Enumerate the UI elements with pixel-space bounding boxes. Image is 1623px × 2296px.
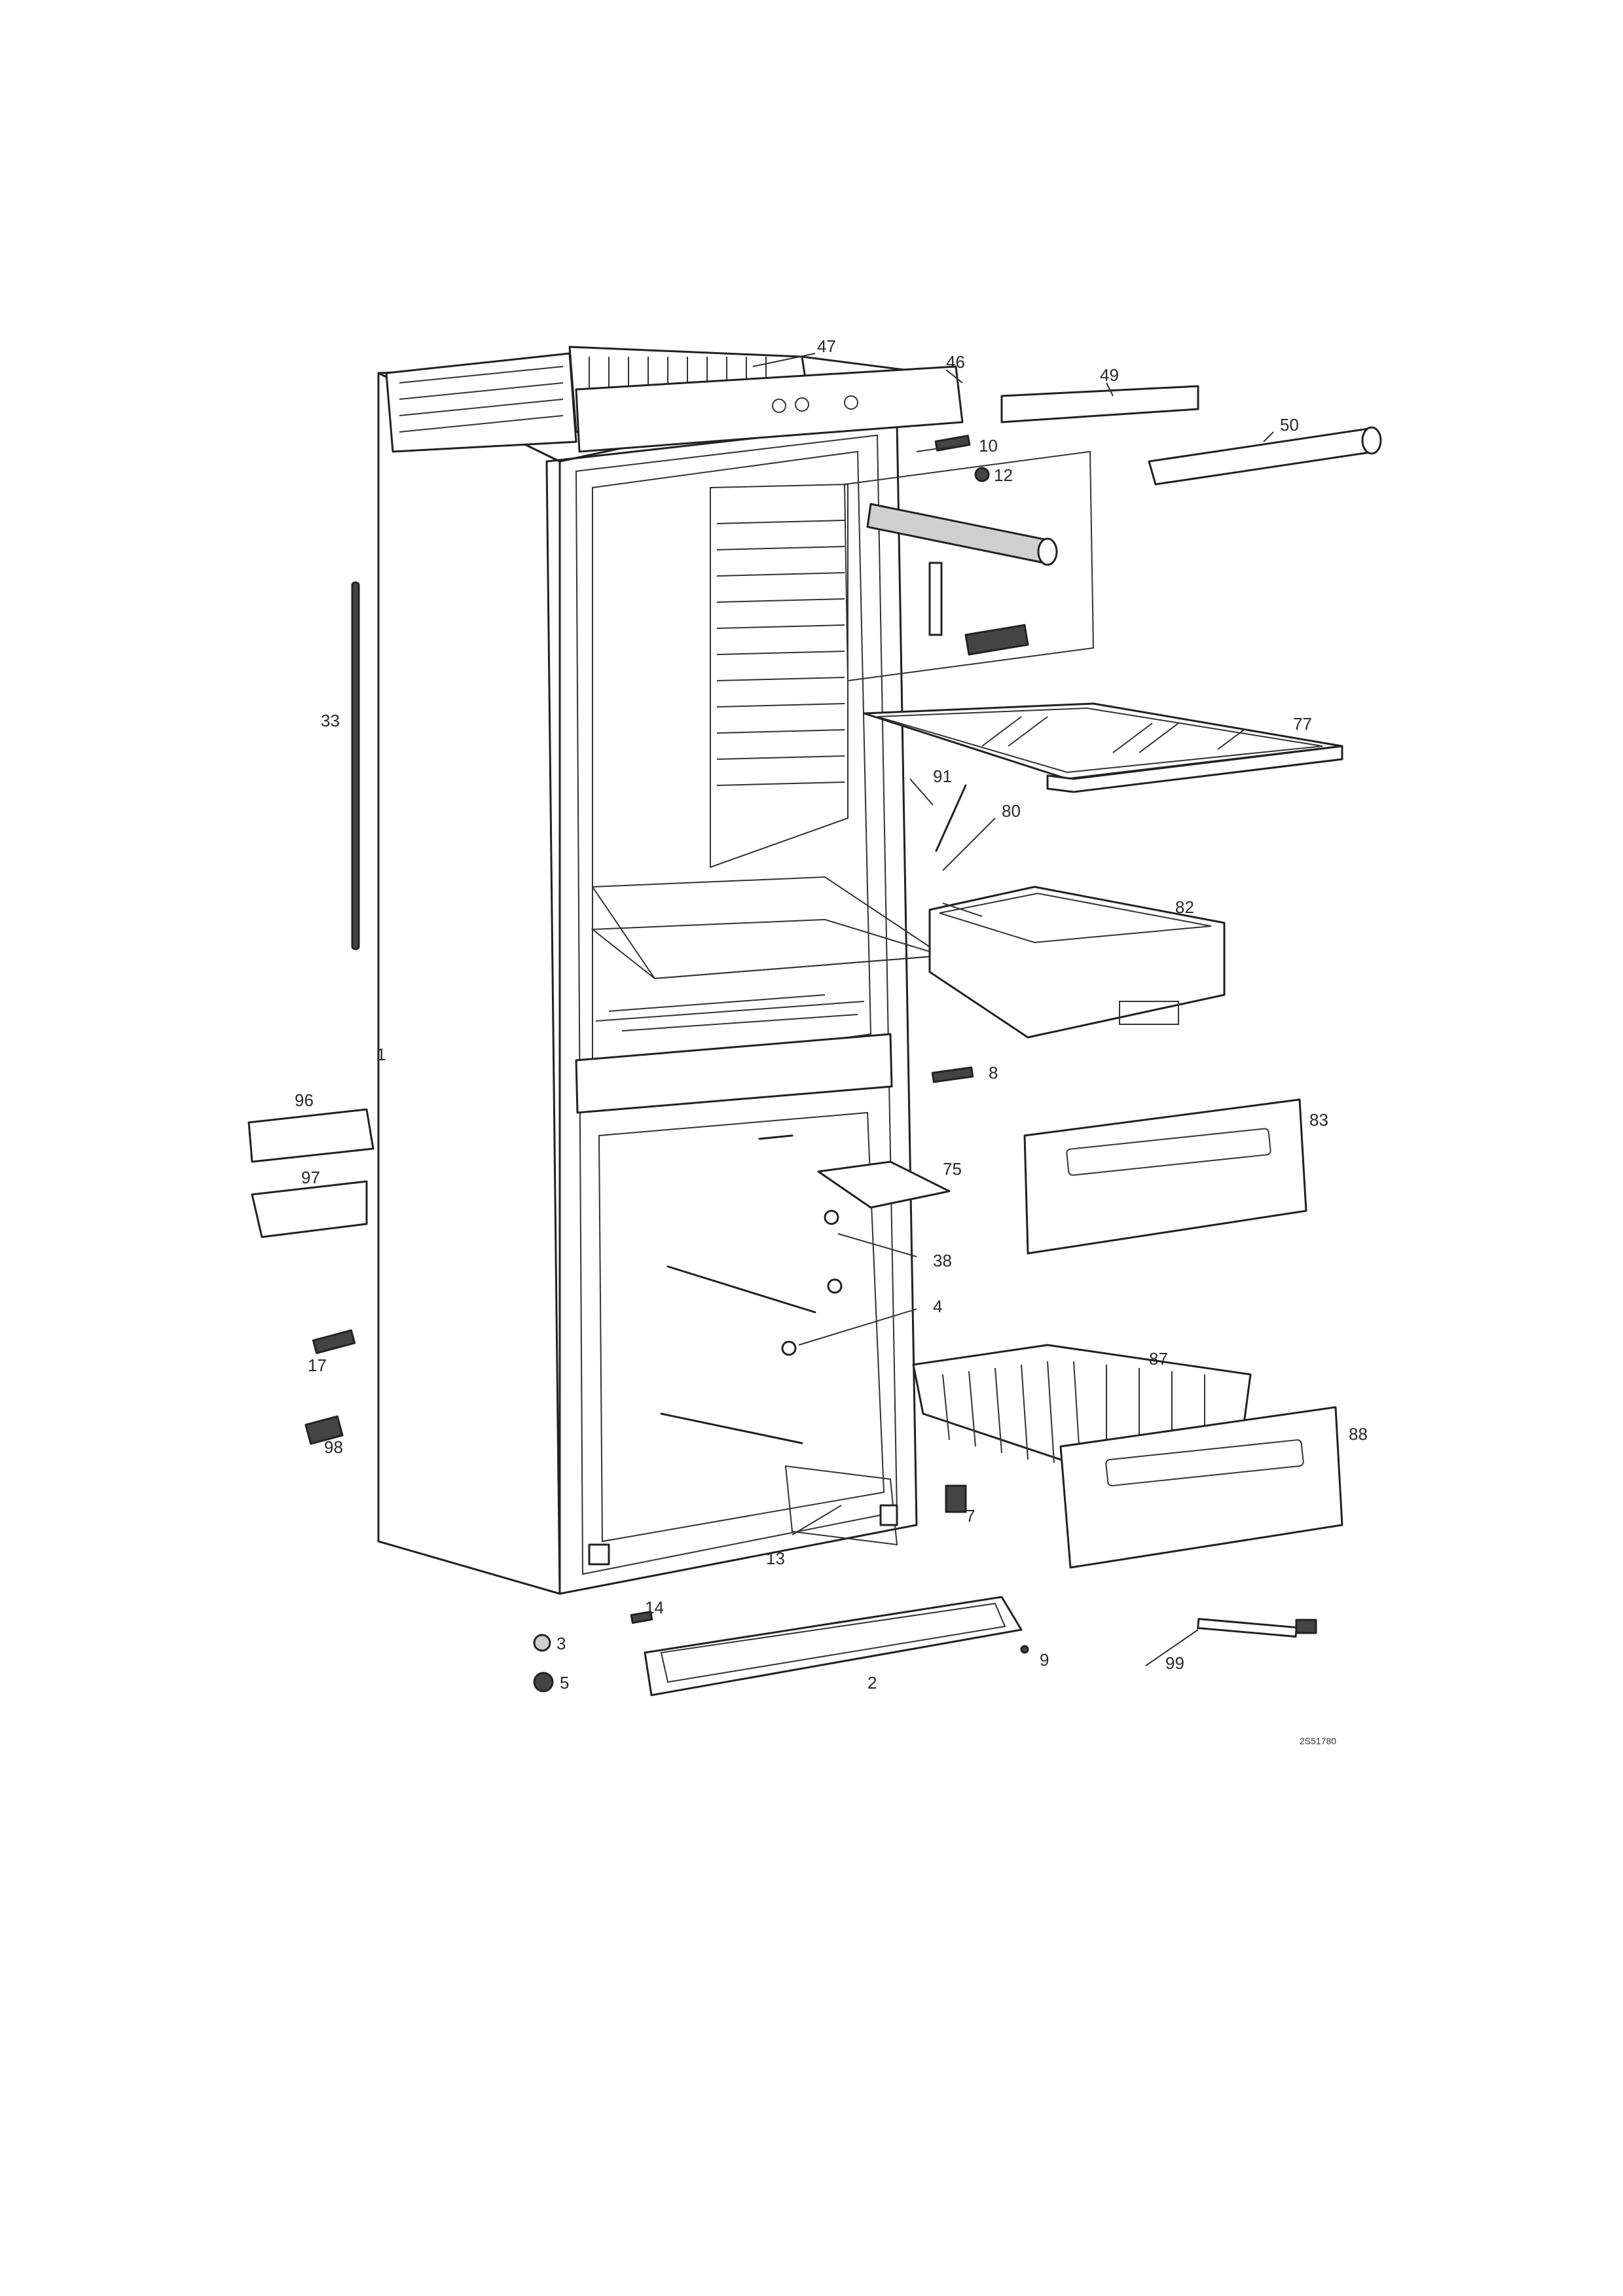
cabinet-body [377, 346, 964, 1595]
part-82 [928, 886, 1226, 1039]
part-49 [1000, 385, 1199, 423]
part-14 [630, 1610, 653, 1624]
part-10 [934, 435, 971, 452]
callout-33: 33 [321, 711, 340, 730]
part-99 [1197, 1617, 1317, 1638]
callout-75: 75 [943, 1159, 962, 1179]
callout-10: 10 [979, 436, 998, 456]
callout-80: 80 [1002, 801, 1021, 821]
callout-7: 7 [966, 1506, 975, 1526]
part-4 [781, 1340, 797, 1356]
drawing-code: 2S51780 [1300, 1736, 1336, 1746]
part-7 [945, 1484, 967, 1513]
part-91 [935, 784, 967, 852]
part-5 [533, 1672, 554, 1693]
part-97 [251, 1180, 368, 1238]
callout-12: 12 [994, 465, 1013, 485]
callout-2: 2 [867, 1673, 877, 1693]
part-77 [863, 702, 1343, 793]
callout-99: 99 [1165, 1653, 1184, 1673]
part-38b [827, 1278, 843, 1294]
callout-labels: 47 46 49 50 10 12 33 77 91 80 82 1 8 96 … [295, 336, 1368, 1693]
part-88 [1059, 1406, 1343, 1569]
part-17 [312, 1329, 356, 1354]
callout-13: 13 [766, 1549, 785, 1568]
callout-91: 91 [933, 766, 952, 786]
callout-83: 83 [1309, 1110, 1328, 1130]
part-38 [824, 1210, 839, 1225]
callout-47: 47 [817, 336, 836, 356]
callout-49: 49 [1100, 365, 1119, 385]
callout-17: 17 [308, 1355, 327, 1375]
part-handle-bar [866, 503, 1058, 656]
callout-82: 82 [1175, 897, 1194, 917]
part-8 [931, 1066, 974, 1083]
callout-87: 87 [1149, 1349, 1168, 1369]
part-3 [533, 1634, 551, 1652]
callout-3: 3 [556, 1634, 566, 1653]
callout-14: 14 [645, 1598, 664, 1617]
leader-lines [752, 353, 1274, 1666]
callout-5: 5 [560, 1673, 569, 1693]
part-96 [247, 1108, 374, 1163]
part-50 [1148, 426, 1382, 486]
callout-38: 38 [933, 1251, 952, 1270]
callout-8: 8 [989, 1063, 998, 1083]
callout-46: 46 [946, 352, 965, 372]
callout-77: 77 [1293, 714, 1312, 734]
callout-50: 50 [1280, 415, 1299, 435]
part-33 [351, 581, 360, 950]
callout-98: 98 [324, 1437, 343, 1457]
part-83 [1023, 1098, 1307, 1255]
callout-96: 96 [295, 1090, 314, 1110]
loose-parts [247, 385, 1382, 1696]
part-75 [817, 1160, 951, 1209]
callout-88: 88 [1349, 1424, 1368, 1444]
part-58 [304, 1415, 344, 1445]
callout-4: 4 [933, 1297, 942, 1316]
callout-9: 9 [1040, 1650, 1049, 1670]
part-12 [974, 467, 990, 482]
part-2 [644, 1596, 1023, 1696]
callout-97: 97 [301, 1168, 320, 1187]
callout-1: 1 [376, 1045, 386, 1064]
part-9 [1020, 1645, 1029, 1654]
